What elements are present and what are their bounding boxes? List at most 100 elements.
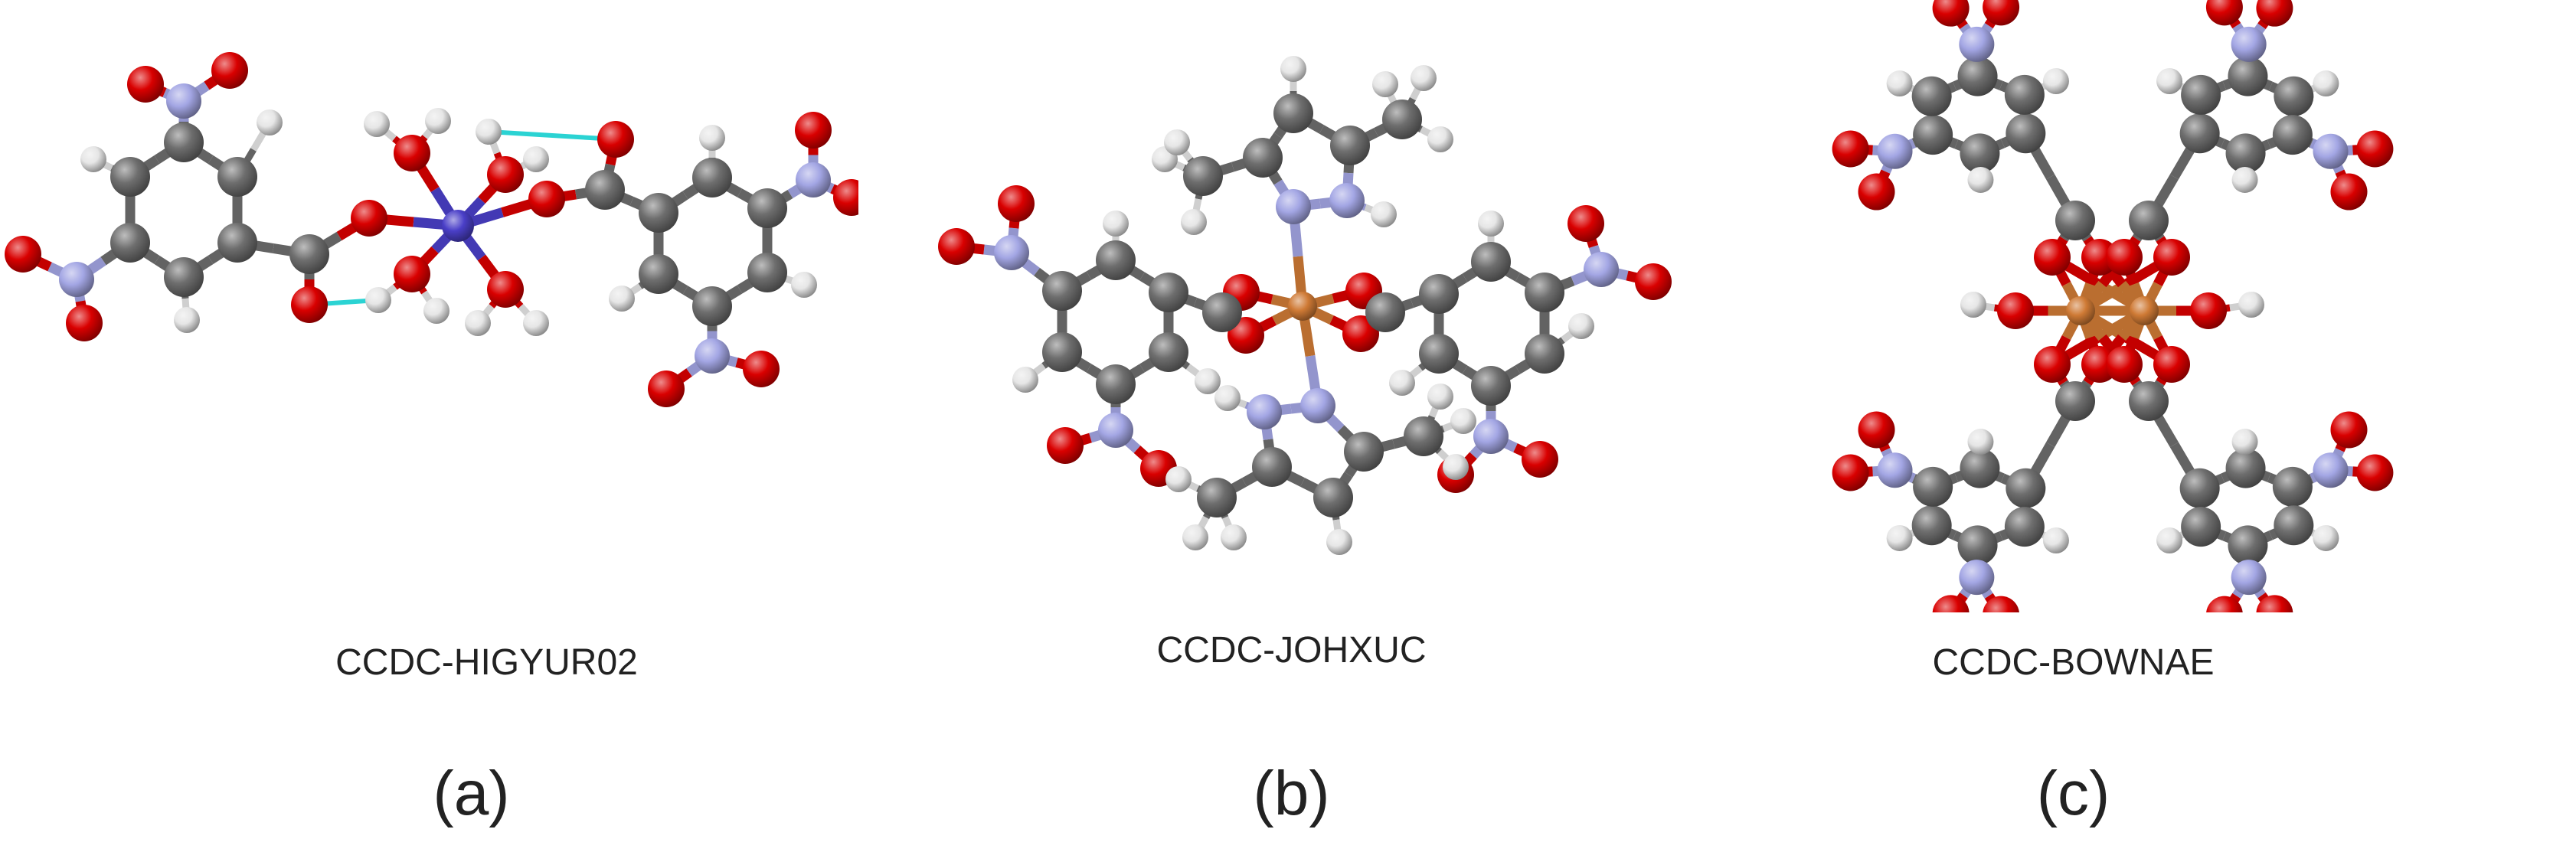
carbon-atom-6 (1042, 271, 1082, 311)
oxygen-atom-77 (2256, 595, 2293, 612)
panel-c: CCDC-BOWNAE (c) (1717, 0, 2575, 852)
copper-atom-0 (1288, 292, 1317, 321)
oxygen-atom-4 (2034, 346, 2071, 383)
structure-code-b: CCDC-JOHXUC (1156, 630, 1427, 671)
nitrogen-atom-53 (1247, 394, 1282, 429)
oxygen-atom-11 (211, 52, 248, 89)
hydrogen-atom-13 (2238, 292, 2264, 318)
oxygen-atom-9 (2106, 346, 2143, 383)
nitrogen-atom-16 (1098, 413, 1133, 448)
panel-label-a: (a) (433, 759, 510, 828)
carbon-atom-55 (1313, 478, 1353, 517)
oxygen-atom-33 (1635, 263, 1672, 300)
hydrogen-atom-28 (423, 298, 449, 324)
hydrogen-atom-58 (1326, 529, 1352, 555)
carbon-atom-16 (2055, 381, 2095, 421)
oxygen-atom-2 (2034, 239, 2071, 276)
carbon-atom-26 (1471, 366, 1511, 406)
oxygen-atom-45 (833, 179, 858, 216)
oxygen-atom-46 (2330, 173, 2368, 211)
oxygen-atom-28 (1832, 130, 1869, 168)
hydrogen-atom-61 (1443, 454, 1469, 480)
carbon-atom-2 (217, 223, 257, 263)
oxygen-atom-20 (487, 156, 524, 193)
oxygen-atom-15 (998, 185, 1035, 222)
carbon-atom-22 (1957, 56, 1998, 96)
oxygen-atom-47 (2356, 130, 2394, 168)
carbon-atom-40 (1273, 93, 1313, 133)
hydrogen-atom-24 (425, 108, 451, 134)
hydrogen-atom-41 (791, 272, 817, 298)
hydrogen-atom-40 (2231, 166, 2258, 193)
nitrogen-atom-30 (1959, 26, 1995, 62)
carbon-atom-65 (2272, 466, 2313, 507)
carbon-atom-66 (2274, 505, 2314, 546)
carbon-atom-18 (2006, 113, 2046, 154)
hydrogen-atom-10 (1103, 211, 1129, 237)
carbon-atom-67 (2228, 525, 2268, 566)
carbon-atom-63 (2179, 468, 2220, 508)
oxygen-atom-16 (351, 200, 387, 237)
carbon-atom-39 (639, 254, 678, 294)
oxygen-atom-5 (2153, 346, 2190, 383)
carbon-atom-49 (2004, 507, 2045, 547)
carbon-atom-14 (2055, 201, 2095, 240)
carbon-atom-7 (1042, 332, 1082, 372)
panel-b: CCDC-JOHXUC (b) (858, 0, 1717, 852)
oxygen-atom-31 (1983, 0, 2020, 26)
carbon-atom-3 (1202, 292, 1242, 332)
oxygen-atom-14 (938, 228, 975, 265)
hydrogen-atom-11 (1960, 292, 1986, 318)
carbon-atom-50 (1957, 525, 1998, 566)
carbon-atom-5 (1096, 240, 1136, 280)
nitrogen-atom-75 (2231, 560, 2267, 596)
nitrogen-atom-27 (1877, 133, 1913, 169)
carbon-atom-1 (217, 157, 257, 197)
cobalt-atom-18 (442, 210, 474, 242)
oxygen-atom-3 (2153, 239, 2190, 276)
oxygen-atom-61 (1858, 411, 1895, 449)
carbon-atom-48 (1382, 100, 1422, 139)
molecule-a (5, 52, 858, 407)
carbon-atom-4 (1149, 273, 1188, 312)
oxygen-atom-33 (597, 121, 634, 158)
oxygen-atom-21 (394, 256, 430, 292)
hydrogen-atom-55 (1967, 429, 1994, 455)
carbon-atom-9 (1149, 332, 1188, 372)
nitrogen-atom-37 (1276, 189, 1311, 224)
hydrogen-atom-25 (2042, 68, 2069, 95)
oxygen-atom-43 (2256, 0, 2293, 27)
hydrogen-atom-24 (1967, 166, 1994, 193)
oxygen-atom-22 (487, 271, 524, 308)
carbon-atom-51 (1911, 505, 1952, 546)
carbon-atom-34 (2181, 74, 2221, 115)
copper-atom-0 (2066, 296, 2095, 325)
hydrogen-atom-69 (2231, 429, 2258, 455)
hydrogen-bond-0 (488, 129, 616, 142)
hydrogen-atom-42 (1371, 201, 1397, 227)
oxygen-atom-10 (127, 66, 164, 103)
nitrogen-atom-12 (59, 262, 94, 297)
carbon-atom-25 (1525, 334, 1564, 374)
carbon-atom-24 (1525, 273, 1564, 312)
hydrogen-atom-56 (1886, 524, 1913, 551)
carbon-atom-15 (2129, 201, 2169, 240)
carbon-atom-21 (1911, 76, 1952, 116)
carbon-atom-3 (164, 257, 204, 297)
nitrogen-atom-46 (695, 338, 730, 374)
nitrogen-atom-34 (1473, 419, 1509, 454)
oxygen-atom-19 (394, 135, 430, 171)
hydrogen-atom-40 (699, 125, 725, 151)
carbon-atom-27 (1419, 334, 1459, 374)
carbon-atom-54 (1344, 432, 1384, 472)
nitrogen-atom-31 (1584, 252, 1619, 287)
carbon-atom-52 (1913, 466, 1953, 507)
oxygen-atom-17 (291, 286, 328, 323)
hydrogen-atom-47 (1164, 129, 1190, 155)
hydrogen-atom-41 (2313, 70, 2339, 97)
carbon-atom-39 (1243, 138, 1283, 178)
oxygen-atom-12 (2190, 292, 2227, 329)
carbon-atom-44 (1183, 156, 1223, 196)
oxygen-atom-13 (5, 236, 41, 273)
hydrogen-atom-29 (1568, 313, 1594, 339)
